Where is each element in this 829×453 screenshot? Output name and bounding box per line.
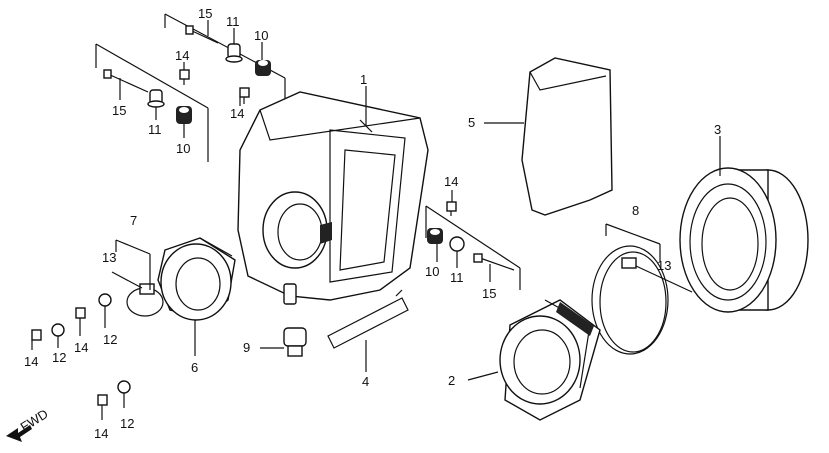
callout-5: 5 bbox=[468, 115, 475, 130]
callout-15-right: 15 bbox=[482, 286, 496, 301]
callout-12-a: 12 bbox=[52, 350, 66, 365]
air-duct bbox=[157, 237, 236, 321]
filter-holder bbox=[499, 299, 601, 421]
callout-8: 8 bbox=[632, 203, 639, 218]
washer-12-lower-c bbox=[117, 380, 131, 394]
grommet-10-upper bbox=[255, 60, 271, 76]
screw-14-lower-c bbox=[97, 394, 108, 406]
collar-11-upper bbox=[225, 43, 243, 63]
hose-band bbox=[111, 271, 164, 317]
callout-2: 2 bbox=[448, 373, 455, 388]
bracket-part-7 bbox=[115, 239, 151, 290]
breather-tube bbox=[327, 289, 409, 349]
callout-13-right: 13 bbox=[657, 258, 671, 273]
callout-12-c: 12 bbox=[120, 416, 134, 431]
fwd-label: FWD bbox=[18, 406, 51, 434]
callout-14-lower-a: 14 bbox=[24, 354, 38, 369]
callout-14-lower-c: 14 bbox=[94, 426, 108, 441]
callout-4: 4 bbox=[362, 374, 369, 389]
callout-15-middle: 15 bbox=[112, 103, 126, 118]
callout-12-b: 12 bbox=[103, 332, 117, 347]
callout-11-right: 11 bbox=[450, 270, 464, 285]
grommet-10-middle bbox=[176, 106, 192, 124]
screw-14-lower-a bbox=[31, 329, 42, 341]
bolt-15-right bbox=[473, 253, 515, 271]
fwd-arrow-icon bbox=[6, 425, 32, 442]
bolt-14-upper bbox=[179, 69, 190, 85]
callout-9: 9 bbox=[243, 340, 250, 355]
callout-13-left: 13 bbox=[102, 250, 116, 265]
collar-11-right bbox=[449, 236, 465, 252]
foam-element bbox=[679, 167, 809, 313]
bolt-15-middle bbox=[103, 69, 149, 93]
callout-15-upper: 15 bbox=[198, 6, 212, 21]
callout-10-upper: 10 bbox=[254, 28, 268, 43]
bracket-right-hardware bbox=[425, 205, 521, 290]
bracket-middle bbox=[95, 43, 209, 162]
screw-14-lower-b bbox=[75, 307, 86, 319]
bracket-part-8 bbox=[605, 223, 661, 262]
bolt-14-right bbox=[446, 201, 457, 216]
callout-14-upper: 14 bbox=[175, 48, 189, 63]
callout-6: 6 bbox=[191, 360, 198, 375]
callout-14-middle: 14 bbox=[230, 106, 244, 121]
bolt-14-middle bbox=[239, 87, 250, 104]
washer-12-lower-a bbox=[51, 323, 65, 337]
callout-11-upper: 11 bbox=[226, 14, 240, 29]
callout-10-right: 10 bbox=[425, 264, 439, 279]
callout-1: 1 bbox=[360, 72, 367, 87]
filter-element bbox=[521, 57, 613, 216]
collar-11-middle bbox=[147, 89, 165, 108]
callout-14-right: 14 bbox=[444, 174, 458, 189]
grommet-10-right bbox=[427, 228, 443, 244]
wire-band bbox=[591, 245, 693, 355]
callout-11-middle: 11 bbox=[148, 122, 162, 137]
bolt-15-upper bbox=[185, 25, 219, 44]
washer-12-lower-b bbox=[98, 293, 112, 307]
callout-3: 3 bbox=[714, 122, 721, 137]
drain-plug bbox=[283, 327, 307, 357]
callout-7: 7 bbox=[130, 213, 137, 228]
callout-14-lower-b: 14 bbox=[74, 340, 88, 355]
callout-10-middle: 10 bbox=[176, 141, 190, 156]
leader-lines bbox=[31, 20, 721, 420]
air-cleaner-case bbox=[237, 91, 429, 305]
